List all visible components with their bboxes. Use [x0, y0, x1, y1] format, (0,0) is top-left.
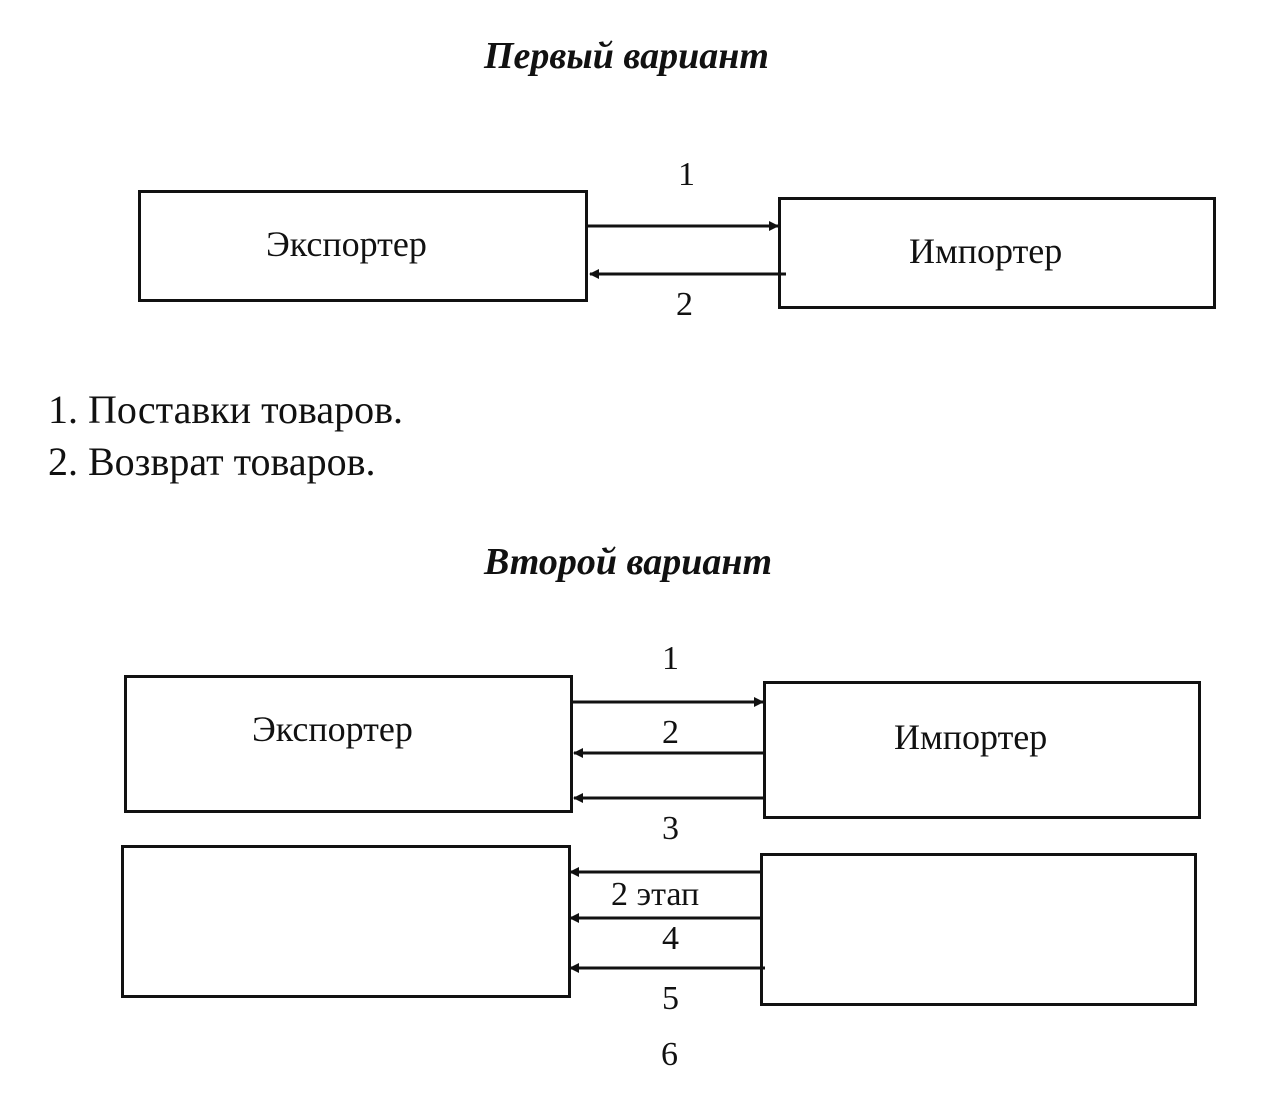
variant2-stage-label: 2 этап — [611, 876, 700, 913]
variant2-arrow-label-4: 4 — [662, 920, 679, 957]
variant2-arrow-label-3: 3 — [662, 810, 679, 847]
variant2-importer-box: Импортер — [763, 681, 1201, 819]
variant2-stage2-right-box — [760, 853, 1197, 1006]
variant1-importer-box: Импортер — [778, 197, 1216, 309]
variant1-arrow-label-1: 1 — [678, 156, 695, 193]
variant1-exporter-label: Экспортер — [266, 224, 427, 264]
variant1-arrow-label-2: 2 — [676, 286, 693, 323]
legend-item-2: 2. Возврат товаров. — [48, 439, 376, 484]
variant2-importer-label: Импортер — [894, 717, 1048, 757]
variant2-arrow-label-5: 5 — [662, 980, 679, 1017]
variant2-exporter-label: Экспортер — [252, 709, 413, 749]
variant2-arrow-label-6: 6 — [661, 1036, 678, 1073]
legend-item-1: 1. Поставки товаров. — [48, 387, 404, 432]
variant1-importer-label: Импортер — [909, 231, 1063, 271]
variant2-arrow-label-2: 2 — [662, 714, 679, 751]
variant2-stage2-left-box — [121, 845, 571, 998]
variant1-exporter-box: Экспортер — [138, 190, 588, 302]
variant2-arrow-label-1: 1 — [662, 640, 679, 677]
variant2-exporter-box: Экспортер — [124, 675, 573, 813]
variant2-title: Второй вариант — [484, 541, 773, 583]
variant1-title: Первый вариант — [484, 35, 769, 77]
